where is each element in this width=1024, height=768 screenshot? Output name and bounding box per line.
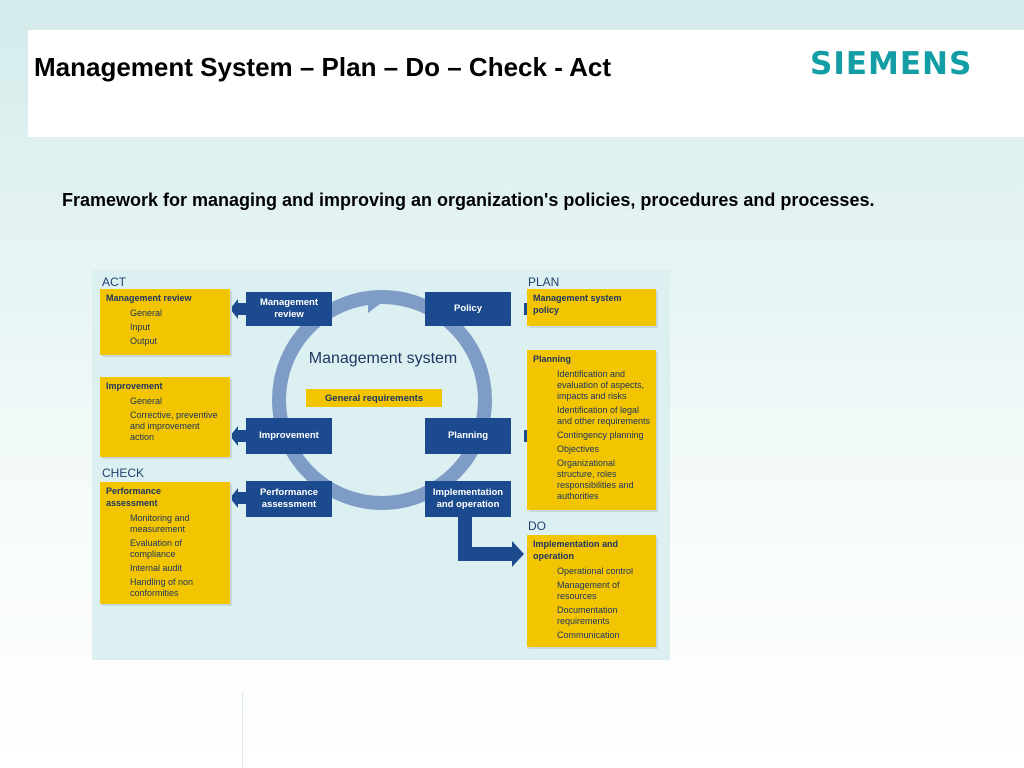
detail-list: Operational control Management of resour… bbox=[527, 566, 656, 641]
list-item: Corrective, preventive and improvement a… bbox=[130, 410, 218, 442]
detail-title: Planning bbox=[533, 354, 571, 364]
cycle-box-improvement: Improvement bbox=[246, 418, 332, 454]
cycle-ring bbox=[272, 290, 492, 510]
cycle-box-performance-assessment: Performance assessment bbox=[246, 481, 332, 517]
detail-box-implementation-operation: Implementation and operation Operational… bbox=[527, 535, 656, 647]
list-item: General bbox=[130, 308, 163, 318]
detail-box-improvement: Improvement General Corrective, preventi… bbox=[100, 377, 230, 457]
list-item: Identification and evaluation of aspects… bbox=[557, 369, 645, 401]
arrow-performance-assessment bbox=[230, 488, 246, 508]
arrow-implementation bbox=[458, 514, 524, 567]
detail-list: General Corrective, preventive and impro… bbox=[100, 396, 230, 443]
phase-act: ACT bbox=[102, 275, 126, 289]
detail-list: Identification and evaluation of aspects… bbox=[527, 369, 656, 502]
header-bar: SIEMENS bbox=[28, 30, 1024, 137]
detail-title: Management review bbox=[106, 293, 192, 303]
siemens-logo: SIEMENS bbox=[810, 46, 973, 82]
cycle-box-policy: Policy bbox=[425, 292, 511, 326]
divider-line bbox=[242, 692, 243, 768]
phase-check: CHECK bbox=[102, 466, 145, 480]
detail-box-performance-assessment: Performance assessment Monitoring and me… bbox=[100, 482, 230, 604]
detail-box-management-system-policy: Management system policy bbox=[527, 289, 656, 326]
detail-title: Performance assessment bbox=[106, 486, 162, 508]
arrow-management-review bbox=[230, 299, 246, 319]
list-item: Input bbox=[130, 322, 151, 332]
list-item: Operational control bbox=[557, 566, 634, 576]
list-item: Monitoring and measurement bbox=[130, 513, 190, 534]
list-item: Identification of legal and other requir… bbox=[557, 405, 651, 426]
phase-plan: PLAN bbox=[528, 275, 560, 289]
detail-list: General Input Output bbox=[100, 308, 230, 347]
cycle-box-management-review: Management review bbox=[246, 292, 332, 326]
ring-arrowhead bbox=[368, 291, 384, 313]
phase-do: DO bbox=[528, 519, 546, 533]
detail-box-planning: Planning Identification and evaluation o… bbox=[527, 350, 656, 510]
cycle-box-implementation-operation: Implementation and operation bbox=[425, 481, 511, 517]
list-item: Output bbox=[130, 336, 158, 346]
pdca-diagram: ACT PLAN CHECK DO Management system Gene… bbox=[92, 270, 670, 660]
detail-list: Monitoring and measurement Evaluation of… bbox=[100, 513, 230, 599]
list-item: Objectives bbox=[557, 444, 600, 454]
list-item: Documentation requirements bbox=[557, 605, 618, 626]
arrow-improvement bbox=[230, 426, 246, 446]
list-item: Handling of non conformities bbox=[130, 577, 194, 598]
list-item: Internal audit bbox=[130, 563, 183, 573]
general-requirements-box: General requirements bbox=[306, 389, 442, 407]
management-system-title: Management system bbox=[308, 350, 458, 367]
list-item: Management of resources bbox=[557, 580, 620, 601]
detail-title: Improvement bbox=[106, 381, 163, 391]
cycle-box-planning: Planning bbox=[425, 418, 511, 454]
list-item: Organizational structure, roles responsi… bbox=[557, 458, 634, 501]
list-item: General bbox=[130, 396, 163, 406]
page-title: Management System – Plan – Do – Check - … bbox=[34, 52, 612, 82]
list-item: Contingency planning bbox=[557, 430, 644, 440]
list-item: Evaluation of compliance bbox=[130, 538, 183, 559]
list-item: Communication bbox=[557, 630, 620, 640]
page-subtitle: Framework for managing and improving an … bbox=[62, 190, 875, 210]
detail-title: Management system policy bbox=[533, 293, 622, 315]
detail-box-management-review: Management review General Input Output bbox=[100, 289, 230, 355]
detail-title: Implementation and operation bbox=[533, 539, 619, 561]
